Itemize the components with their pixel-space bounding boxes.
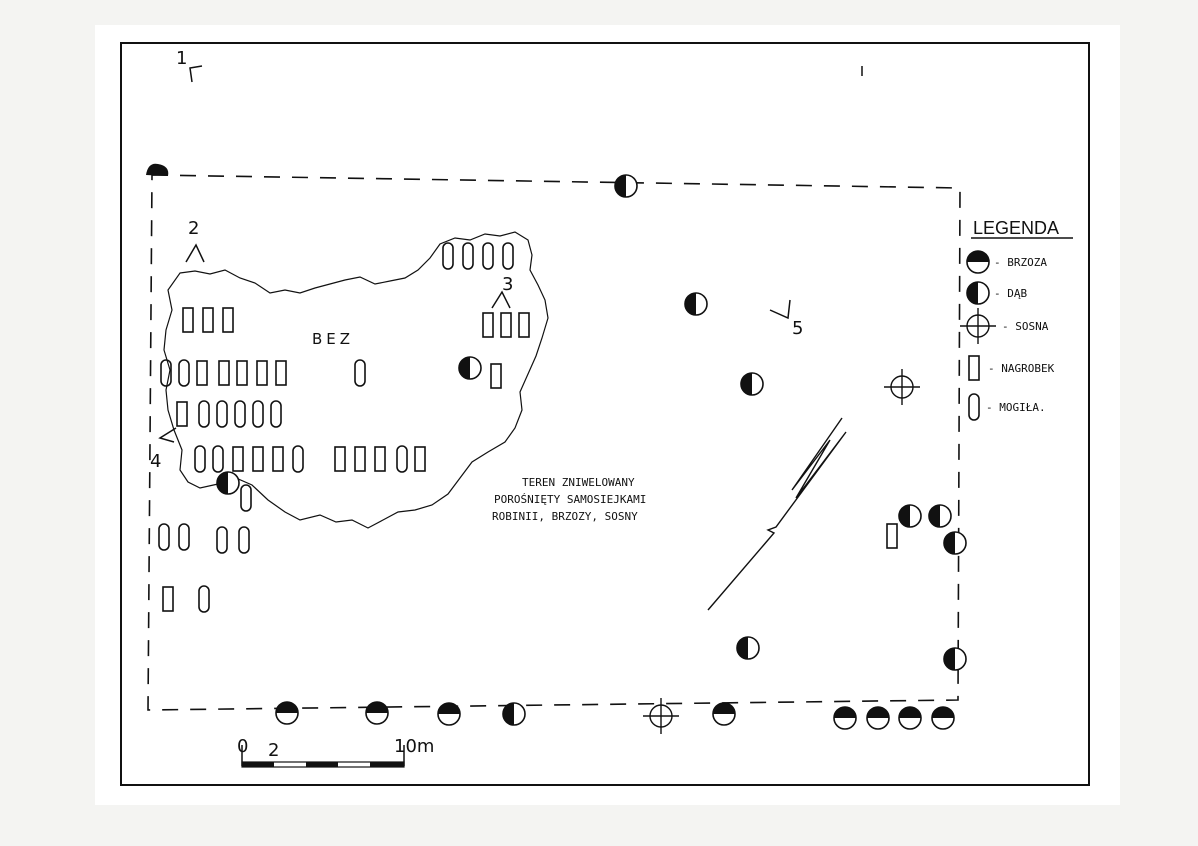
scale-label-ten: 10m <box>394 736 434 757</box>
graves-group <box>158 242 898 613</box>
scale-label-zero: 0 <box>237 736 248 757</box>
pine-icon <box>959 307 997 345</box>
lilac-thicket-outline <box>163 231 549 529</box>
legend: LEGENDA - BRZOZA - DĄB - SOSNA - NAGROBE… <box>959 218 1073 421</box>
grave-icon <box>968 393 980 421</box>
cemetery-boundary <box>147 174 961 711</box>
paper-sheet <box>95 25 1120 805</box>
area-note-line-2: POROŚNIĘTY SAMOSIEJKAMI <box>494 493 646 506</box>
viewpoint-label-3: 3 <box>502 274 513 295</box>
legend-label-pine: - SOSNA <box>1002 320 1049 333</box>
legend-label-grave: - MOGIŁA. <box>986 401 1046 414</box>
viewpoint-label-1: 1 <box>176 48 187 69</box>
trees-group <box>216 174 967 735</box>
lightning-line <box>707 417 847 611</box>
viewpoint-label-2: 2 <box>188 218 199 239</box>
viewpoint-label-4: 4 <box>150 451 161 472</box>
oak-icon <box>966 281 990 305</box>
birch-icon <box>966 250 990 274</box>
map-frame <box>120 42 1090 786</box>
area-note-line-1: TEREN ZNIWELOWANY <box>522 476 635 489</box>
legend-label-birch: - BRZOZA <box>994 256 1047 269</box>
legend-title: LEGENDA <box>973 218 1059 238</box>
viewpoint-label-5: 5 <box>792 318 803 339</box>
scale-bar <box>241 745 405 768</box>
viewpoint-arrows <box>158 65 791 443</box>
legend-label-oak: - DĄB <box>994 287 1027 300</box>
legend-label-tombstone: - NAGROBEK <box>988 362 1055 375</box>
lilac-thicket-label: BEZ <box>312 330 354 348</box>
tombstone-icon <box>968 355 980 381</box>
scale-label-two: 2 <box>268 740 279 761</box>
corner-marker <box>146 163 169 176</box>
area-note-line-3: ROBINII, BRZOZY, SOSNY <box>492 510 638 523</box>
